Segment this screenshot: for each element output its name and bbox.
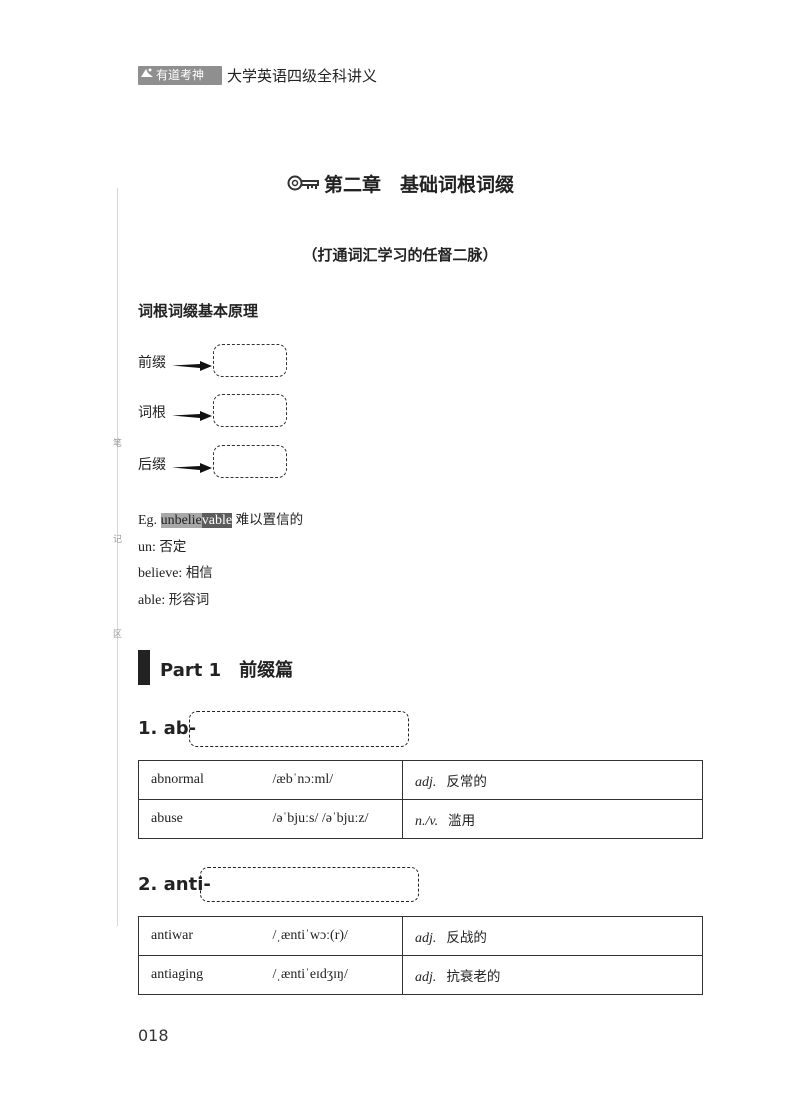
- highlighted-word-part: vable: [201, 513, 233, 528]
- part-marker-bar: [138, 650, 150, 685]
- margin-divider: [117, 188, 118, 926]
- word-meaning: 滥用: [448, 812, 476, 829]
- brand-logo-icon: [138, 66, 156, 85]
- dashed-blank-box: [189, 711, 409, 747]
- word-cell: antiwar: [138, 916, 269, 956]
- key-icon: [286, 174, 320, 197]
- morpheme: un:: [138, 540, 156, 555]
- phonetic-cell: /əˈbjuːs/ /əˈbjuːz/: [268, 799, 403, 839]
- page-number: 018: [138, 1026, 169, 1045]
- brand-badge: 有道考神: [138, 66, 222, 85]
- table-row: abnormal /æbˈnɔːml/ adj. 反常的: [138, 760, 703, 800]
- part-of-speech: n./v.: [415, 813, 439, 829]
- word-meaning: 反战的: [446, 929, 487, 946]
- word-table: antiwar /ˌæntiˈwɔː(r)/ adj. 反战的 antiaging…: [138, 916, 703, 995]
- phonetic-cell: /ˌæntiˈeɪdʒɪŋ/: [268, 955, 403, 995]
- word-cell: abuse: [138, 799, 269, 839]
- margin-note-char: 记: [113, 535, 123, 545]
- dashed-blank-box: [213, 394, 287, 427]
- meaning-cell: adj. 反战的: [402, 916, 703, 956]
- part-title: Part 1 前缀篇: [160, 660, 294, 681]
- word-meaning: 抗衰老的: [446, 968, 501, 985]
- meaning-cell: adj. 抗衰老的: [402, 955, 703, 995]
- diagram-label-prefix: 前缀: [138, 355, 166, 371]
- table-row: antiwar /ˌæntiˈwɔː(r)/ adj. 反战的: [138, 916, 703, 956]
- word-table: abnormal /æbˈnɔːml/ adj. 反常的 abuse /əˈbju…: [138, 760, 703, 839]
- arrow-right-icon: [172, 458, 212, 477]
- prefix-heading: 2. anti-: [138, 874, 211, 895]
- diagram-label-root: 词根: [138, 405, 166, 421]
- prefix-heading: 1. ab-: [138, 718, 197, 739]
- example-breakdown-line: believe: 相信: [138, 561, 213, 582]
- margin-note-char: 区: [113, 630, 123, 640]
- brand-name: 有道考神: [156, 68, 205, 82]
- morpheme-meaning: 否定: [159, 539, 187, 555]
- part-of-speech: adj.: [415, 930, 437, 946]
- book-title: 大学英语四级全科讲义: [227, 67, 378, 85]
- morpheme-meaning: 形容词: [168, 592, 210, 608]
- morpheme: believe:: [138, 566, 183, 581]
- arrow-right-icon: [172, 406, 212, 425]
- example-breakdown-line: un: 否定: [138, 535, 186, 556]
- phonetic-cell: /ˌæntiˈwɔː(r)/: [268, 916, 403, 956]
- table-row: abuse /əˈbjuːs/ /əˈbjuːz/ n./v. 滥用: [138, 799, 703, 839]
- morpheme: able:: [138, 593, 166, 608]
- example-prefix: Eg.: [138, 513, 158, 528]
- word-meaning: 反常的: [446, 773, 487, 790]
- word-cell: abnormal: [138, 760, 269, 800]
- dashed-blank-box: [200, 867, 419, 902]
- example-meaning: 难以置信的: [235, 512, 304, 528]
- dashed-blank-box: [213, 344, 287, 377]
- part-of-speech: adj.: [415, 774, 437, 790]
- chapter-title: 第二章 基础词根词缀: [0, 170, 800, 197]
- meaning-cell: adj. 反常的: [402, 760, 703, 800]
- highlighted-word-part: unbelie: [160, 513, 202, 528]
- table-row: antiaging /ˌæntiˈeɪdʒɪŋ/ adj. 抗衰老的: [138, 955, 703, 995]
- diagram-label-suffix: 后缀: [138, 457, 166, 473]
- example-line: Eg. unbelievable 难以置信的: [138, 508, 303, 529]
- chapter-title-text: 第二章 基础词根词缀: [323, 174, 514, 196]
- example-breakdown-line: able: 形容词: [138, 588, 209, 609]
- word-cell: antiaging: [138, 955, 269, 995]
- chapter-subtitle: （打通词汇学习的任督二脉）: [302, 246, 498, 264]
- margin-note-char: 笔: [113, 439, 123, 449]
- arrow-right-icon: [172, 356, 212, 375]
- morpheme-meaning: 相信: [185, 565, 213, 581]
- phonetic-cell: /æbˈnɔːml/: [268, 760, 403, 800]
- section-heading: 词根词缀基本原理: [138, 302, 259, 320]
- part-of-speech: adj.: [415, 969, 437, 985]
- meaning-cell: n./v. 滥用: [402, 799, 703, 839]
- dashed-blank-box: [213, 445, 287, 478]
